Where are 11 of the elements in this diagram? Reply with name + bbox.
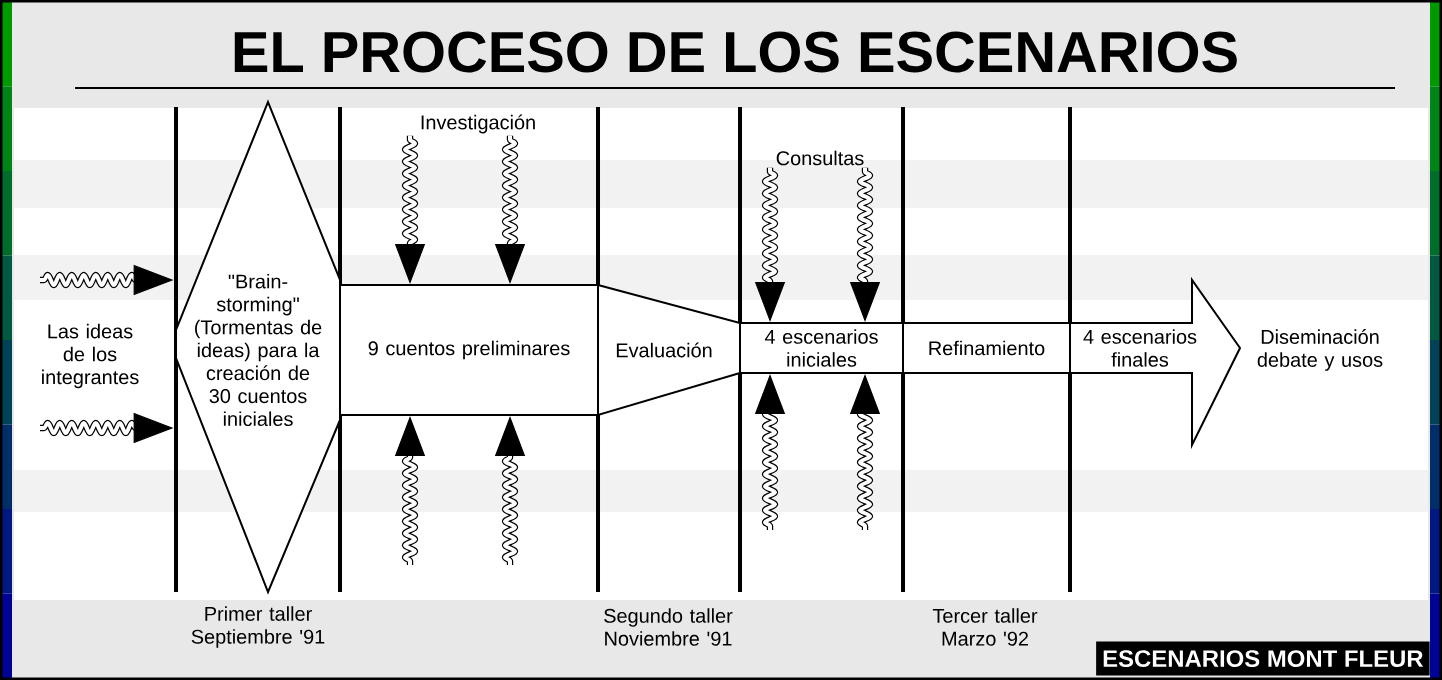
- process-band: 4 escenarios iniciales: [739, 322, 904, 374]
- text-label: Consultas: [776, 150, 864, 166]
- process-band: 9 cuentos preliminares: [339, 284, 599, 416]
- text-label: Investigación: [421, 114, 535, 134]
- milestone-label: Tercer taller Marzo '92: [932, 608, 1038, 646]
- milestone-label: Segundo taller Noviembre '91: [604, 608, 733, 646]
- text-label: Diseminación debate y usos: [1257, 329, 1383, 371]
- title: EL PROCESO DE LOS ESCENARIOS: [234, 31, 1237, 73]
- text-label: Las ideas de los integrantes: [42, 323, 139, 389]
- process-band: Refinamiento: [902, 322, 1071, 374]
- footer-banner: ESCENARIOS MONT FLEUR: [1096, 641, 1430, 676]
